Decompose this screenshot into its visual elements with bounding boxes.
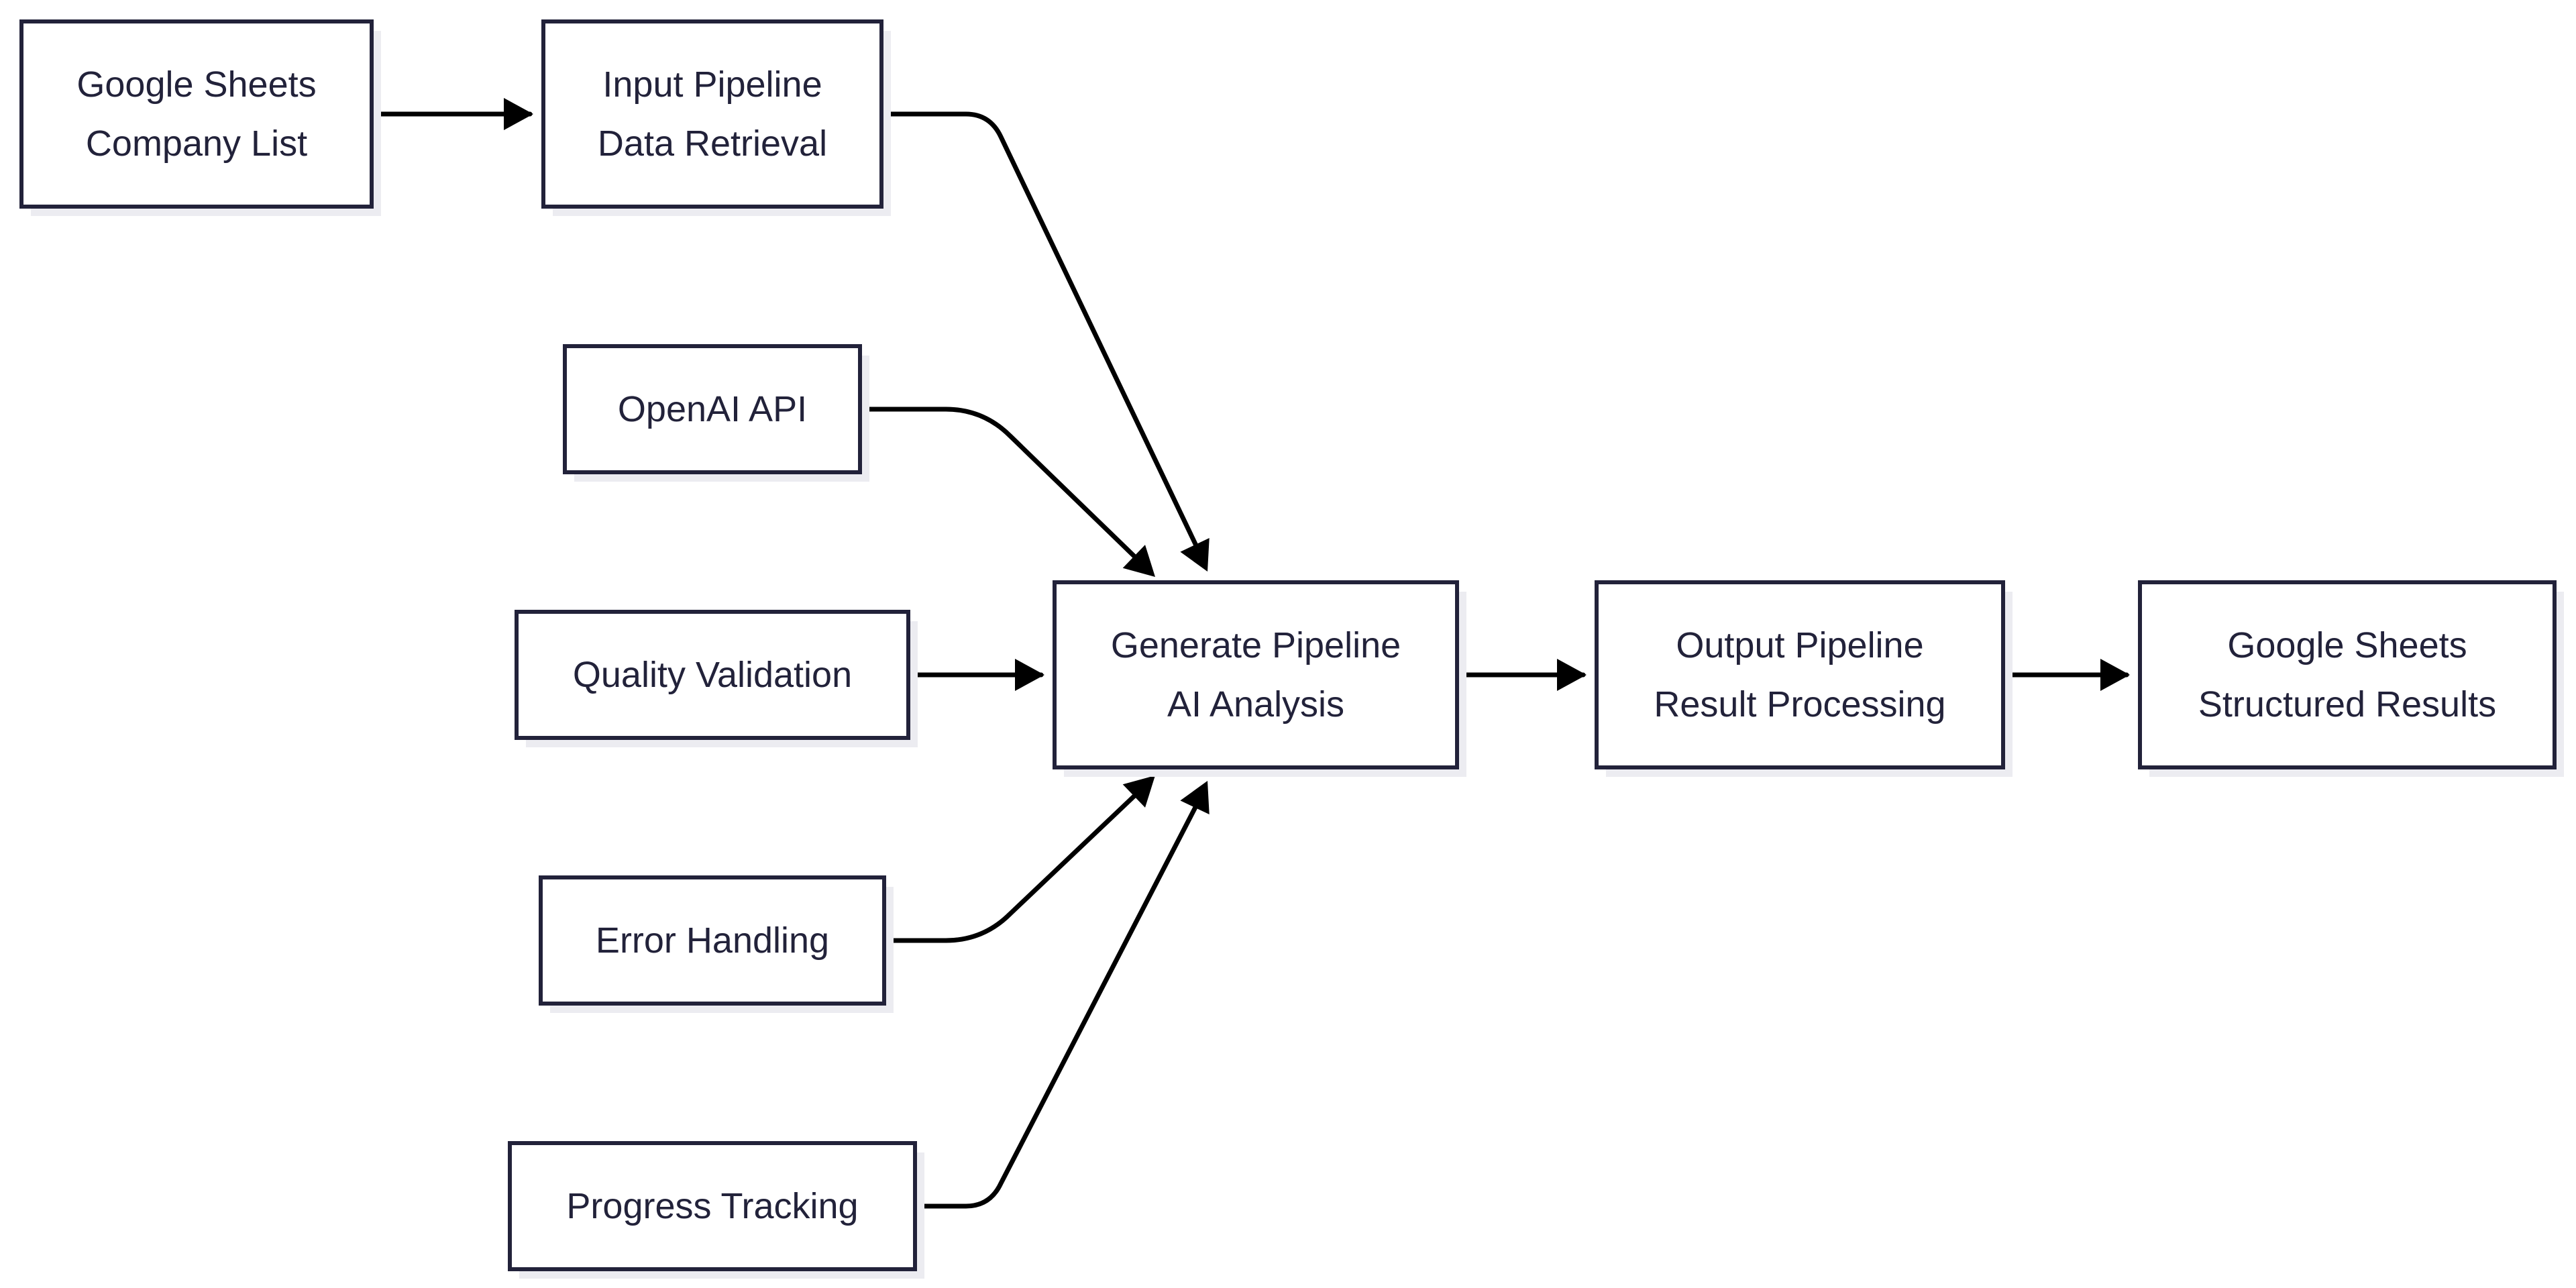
- edge-line: [912, 792, 1205, 1209]
- node-label-line: AI Analysis: [1167, 684, 1344, 724]
- edge-input_pipeline-to-generate: [879, 111, 1210, 572]
- node-label-line: Data Retrieval: [598, 123, 827, 164]
- edge-progress-to-generate: [912, 781, 1210, 1209]
- node-error: Error Handling: [539, 875, 894, 1013]
- node-label-line: Quality Validation: [573, 655, 852, 695]
- edge-line: [879, 111, 1205, 561]
- arrow-head-icon: [1015, 659, 1044, 691]
- node-label-line: Structured Results: [2198, 684, 2496, 724]
- arrow-head-icon: [1557, 659, 1587, 691]
- node-label-line: Google Sheets: [76, 64, 316, 105]
- edge-error-to-generate: [881, 775, 1155, 943]
- node-box: [508, 1141, 917, 1271]
- edge-output-to-sheets_out: [2000, 659, 2130, 691]
- edge-openai-to-generate: [857, 407, 1155, 577]
- node-label-line: Generate Pipeline: [1111, 625, 1401, 665]
- node-box: [563, 344, 862, 474]
- node-label-line: Result Processing: [1654, 684, 1945, 724]
- node-box: [2138, 580, 2557, 769]
- node-box: [515, 610, 910, 740]
- node-label-line: Progress Tracking: [566, 1186, 858, 1226]
- node-box: [19, 19, 374, 209]
- edge-generate-to-output: [1454, 659, 1587, 691]
- node-generate: Generate Pipeline AI Analysis: [1053, 580, 1466, 777]
- arrow-head-icon: [1122, 545, 1155, 577]
- arrow-head-icon: [504, 98, 533, 130]
- edge-sheets_in-to-input_pipeline: [369, 98, 533, 130]
- arrow-head-icon: [2100, 659, 2130, 691]
- node-box: [1595, 580, 2005, 769]
- node-label-line: Company List: [86, 123, 307, 164]
- edge-line: [857, 407, 1144, 566]
- node-label-line: Input Pipeline: [602, 64, 822, 105]
- node-label-line: Error Handling: [596, 920, 829, 961]
- node-openai: OpenAI API: [563, 344, 869, 482]
- arrow-head-icon: [1180, 537, 1210, 572]
- arrow-head-icon: [1122, 775, 1155, 808]
- node-box: [541, 19, 883, 209]
- node-box: [1053, 580, 1459, 769]
- node-label-line: OpenAI API: [618, 389, 807, 429]
- node-quality: Quality Validation: [515, 610, 918, 747]
- edge-line: [881, 786, 1144, 943]
- edge-quality-to-generate: [906, 659, 1044, 691]
- edges-layer: [369, 98, 2130, 1209]
- node-progress: Progress Tracking: [508, 1141, 924, 1279]
- node-label-line: Output Pipeline: [1676, 625, 1923, 665]
- node-box: [539, 875, 886, 1006]
- arrow-head-icon: [1180, 781, 1210, 815]
- node-label-line: Google Sheets: [2227, 625, 2467, 665]
